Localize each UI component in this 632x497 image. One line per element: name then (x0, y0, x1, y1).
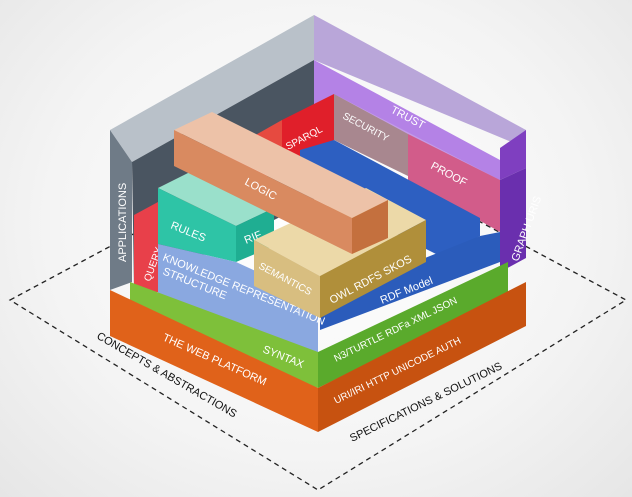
proof-block (408, 134, 500, 232)
syntax-block (130, 282, 318, 388)
graph-uris-column-top (500, 130, 526, 180)
applications-back-wall-top (110, 15, 314, 162)
query-block (134, 202, 158, 300)
applications-column (110, 130, 132, 290)
uri-http-block (318, 282, 526, 432)
knowledge-representation-block (158, 244, 318, 354)
ground-outline (8, 134, 628, 491)
web-platform-block (110, 290, 318, 432)
sparql-block (282, 94, 334, 168)
rdf-model-top (300, 140, 480, 256)
graph-uris-column (500, 168, 526, 272)
logic-bar-end (352, 200, 388, 254)
logic-bar-top (174, 112, 388, 218)
semantics-block (254, 240, 320, 318)
rules-block-top (158, 168, 274, 226)
n3-turtle-block (318, 262, 508, 388)
applications-label: APPLICATIONS (117, 183, 129, 262)
trust-wall-top (314, 15, 526, 148)
rules-block (158, 188, 236, 262)
owl-rdfs-skos-block (320, 220, 426, 318)
logic-bar-front (174, 130, 352, 254)
rdf-model-front (320, 232, 500, 330)
security-block (334, 94, 408, 176)
